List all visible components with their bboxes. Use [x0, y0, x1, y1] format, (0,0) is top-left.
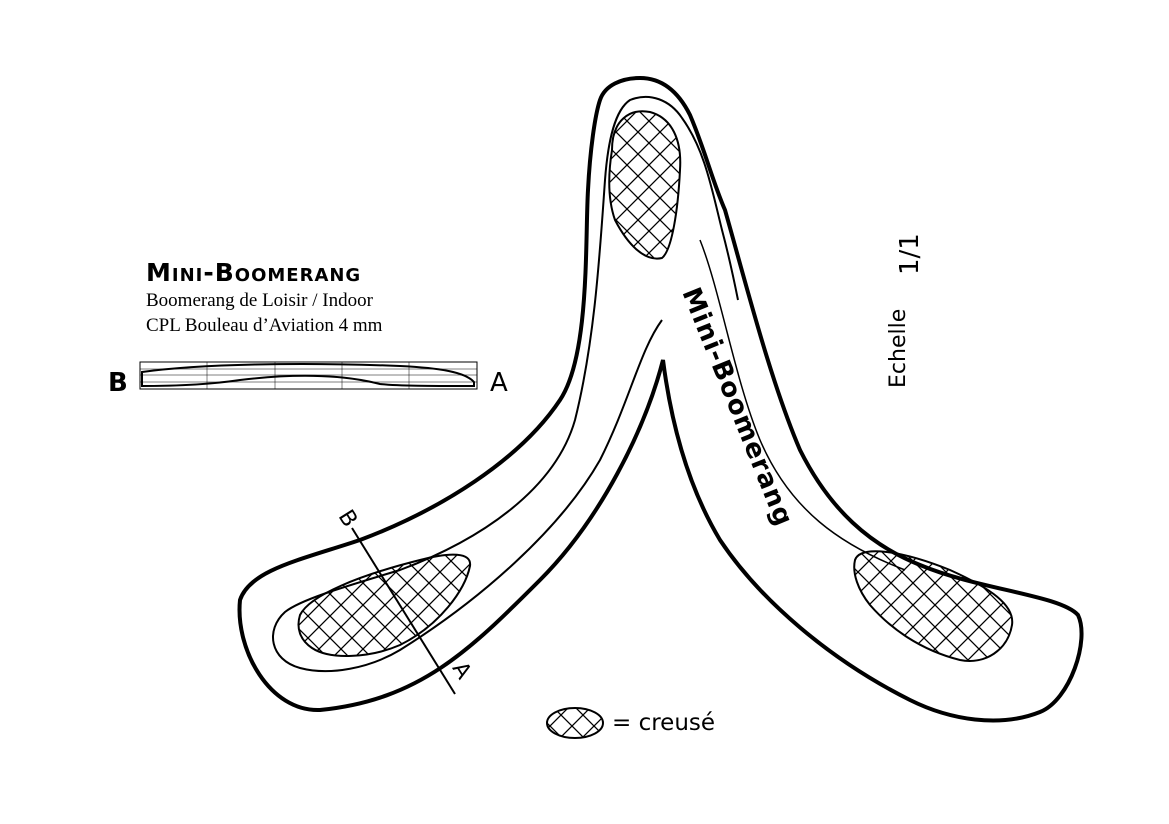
cross-section-profile — [139, 361, 478, 390]
section-label-a: A — [490, 368, 508, 398]
hollow-top — [608, 110, 682, 260]
boomerang-label: Mini-Boomerang — [676, 283, 799, 530]
scale-label: Echelle — [886, 309, 911, 388]
title-block: Mini-Boomerang Boomerang de Loisir / Ind… — [146, 258, 382, 338]
subtitle-usage: Boomerang de Loisir / Indoor — [146, 290, 373, 311]
section-cut-label-b: B — [333, 506, 362, 532]
section-label-b: B — [108, 368, 128, 398]
boomerang-outline — [237, 75, 1084, 723]
boomerang-inner-line-left — [272, 95, 739, 673]
scale-value: 1/1 — [895, 233, 925, 275]
boomerang-inner-line-right — [699, 239, 906, 571]
title: Mini-Boomerang — [146, 258, 362, 287]
legend-text: = creusé — [612, 710, 715, 736]
hollow-left — [297, 553, 472, 657]
subtitle-material: CPL Bouleau d’Aviation 4 mm — [146, 315, 383, 336]
legend-hatch-swatch — [546, 707, 604, 739]
hollow-right — [853, 550, 1014, 662]
section-cut-line — [351, 527, 456, 695]
